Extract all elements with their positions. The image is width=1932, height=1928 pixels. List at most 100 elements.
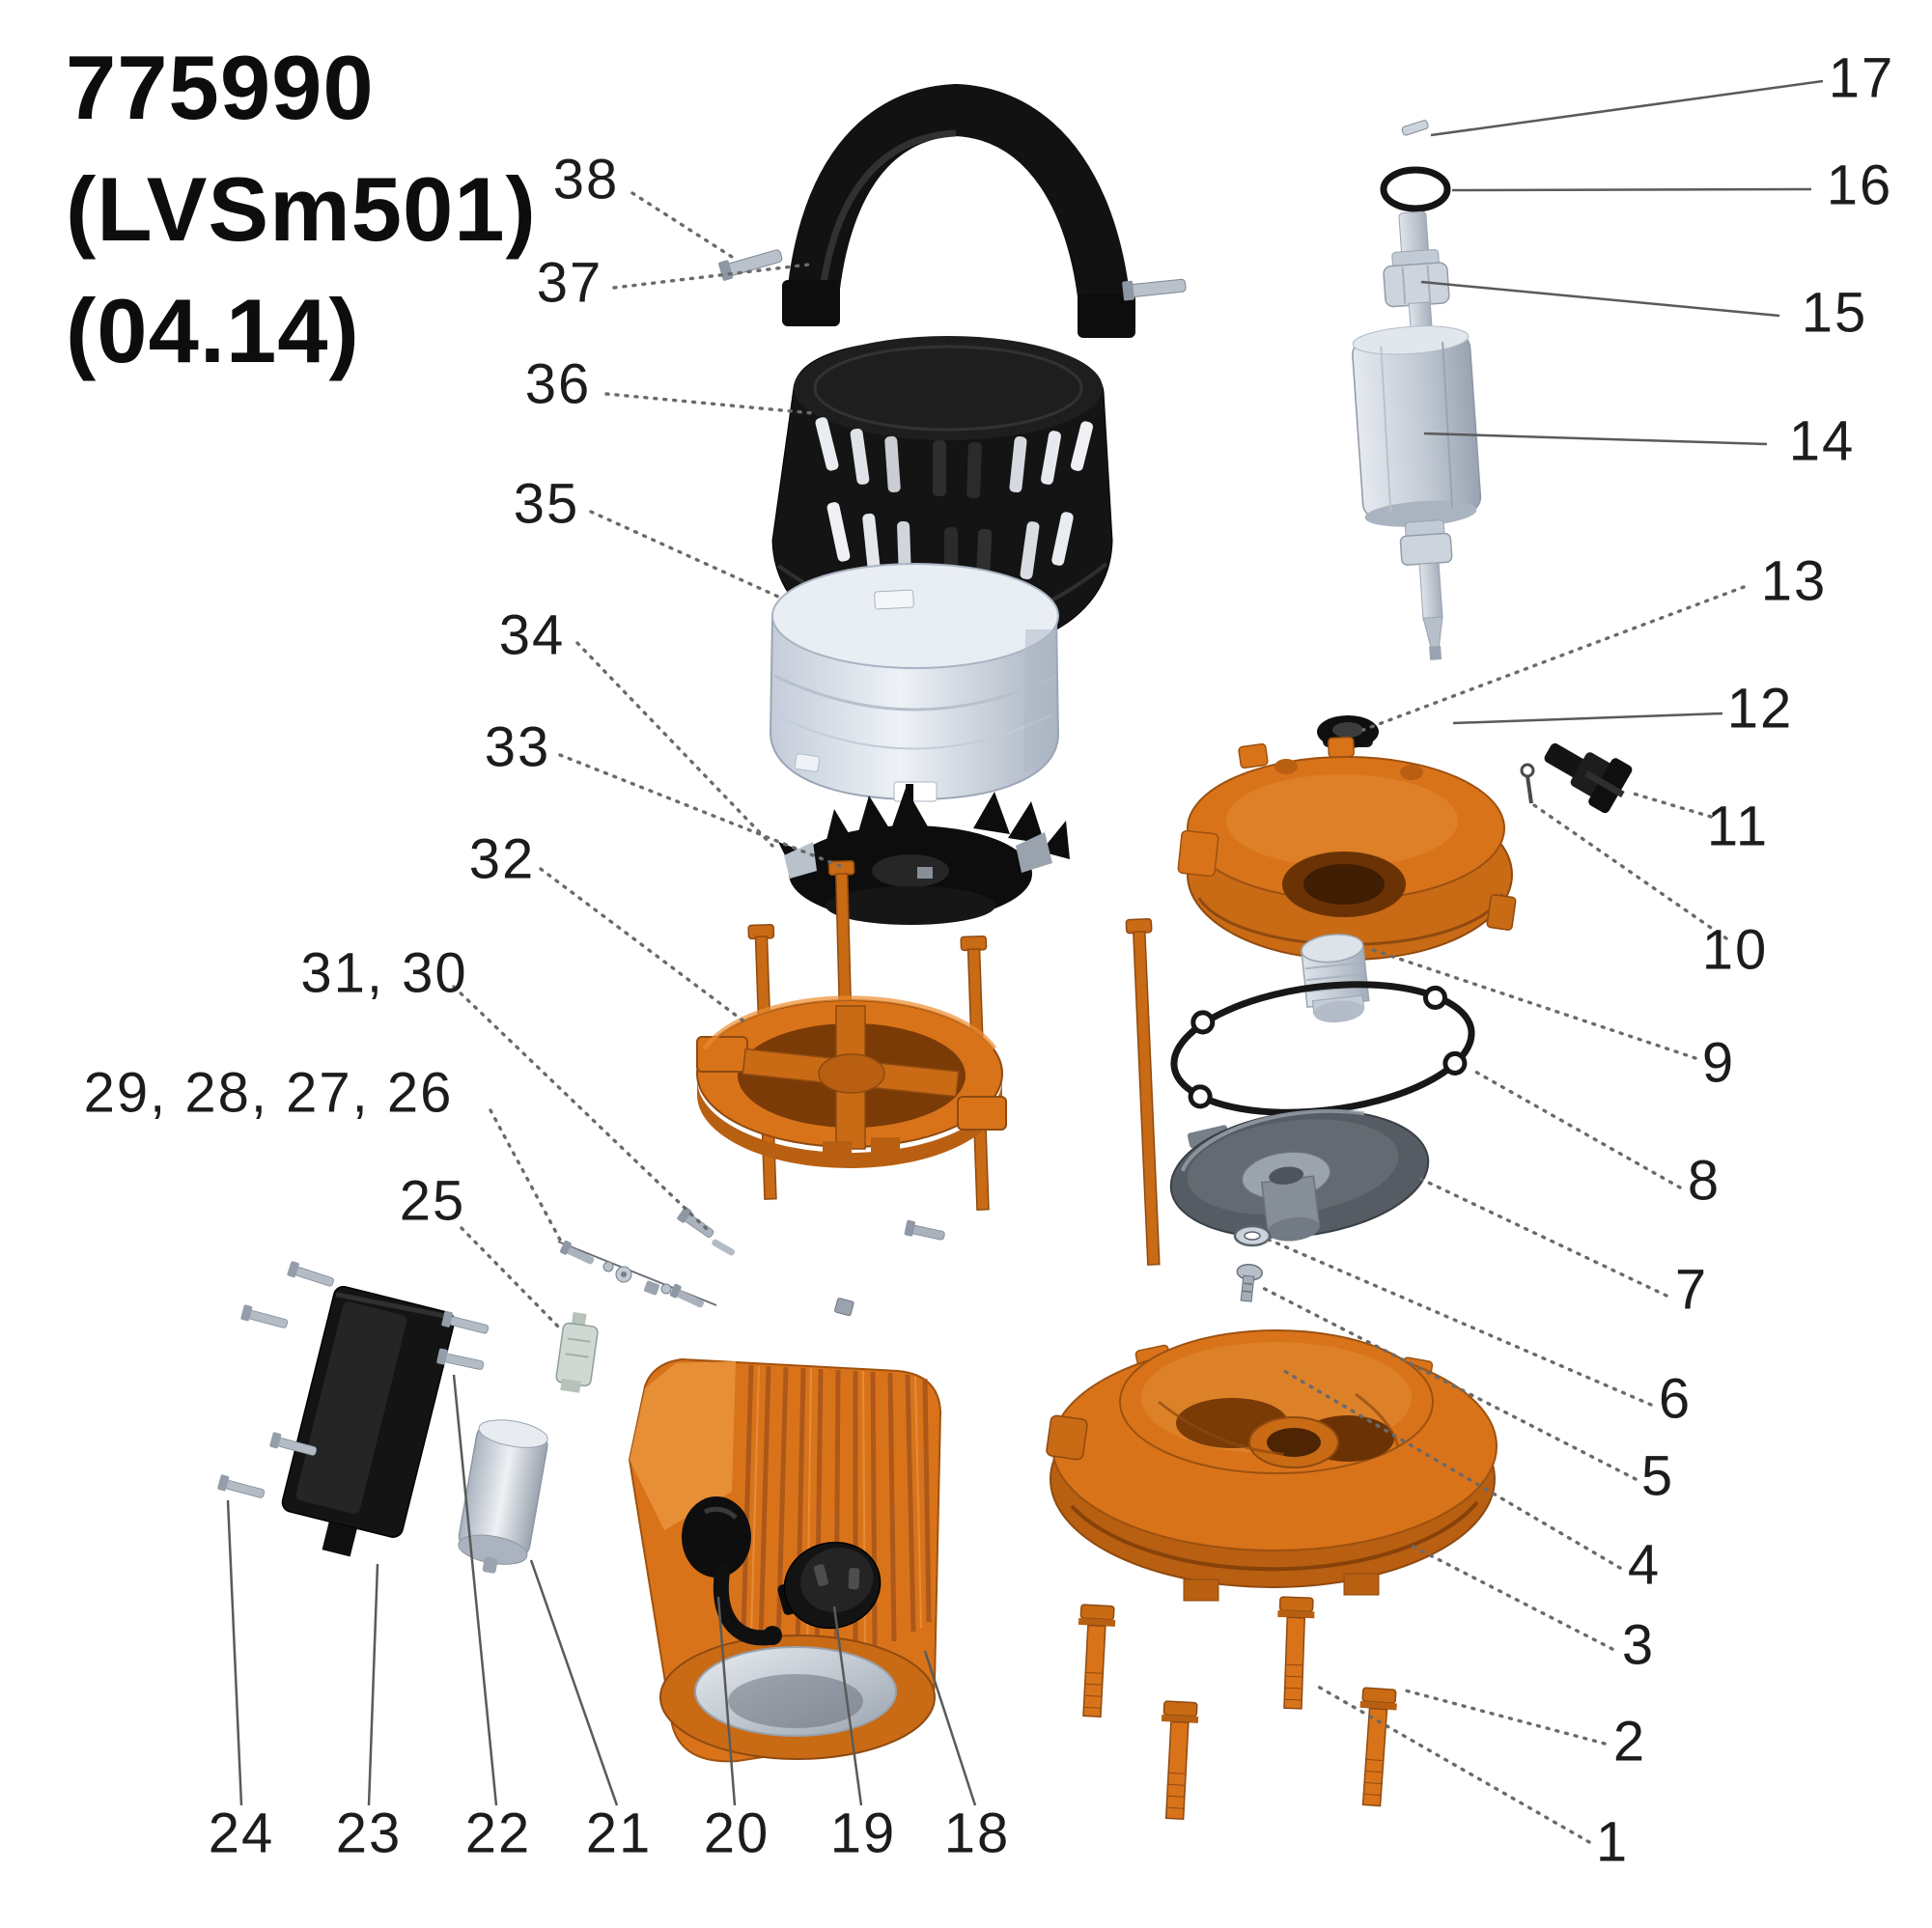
bearing-cover (1177, 736, 1517, 961)
leader-line-16 (1451, 187, 1812, 192)
part-label-8: 8 (1688, 1149, 1721, 1212)
leader-line-5 (1257, 1284, 1638, 1481)
part-label-15: 15 (1802, 281, 1868, 344)
leader-line-36 (604, 392, 815, 415)
cover-ear-left (1177, 829, 1219, 878)
leader-line-29-26 (489, 1108, 562, 1242)
part-label-3: 3 (1622, 1613, 1655, 1676)
cover-notch-top (874, 589, 914, 610)
part-label-9: 9 (1702, 1031, 1735, 1094)
leader-line-20 (716, 1596, 737, 1806)
leader-line-15 (1420, 280, 1780, 318)
bearing-sleeve (1301, 934, 1370, 1023)
leader-line-3 (1408, 1543, 1614, 1651)
fan-clamp-left (784, 842, 817, 879)
leader-line-25 (460, 1226, 562, 1330)
leader-line-12 (1452, 712, 1723, 725)
part-label-16: 16 (1827, 154, 1893, 216)
support-tab-left (696, 1036, 748, 1073)
rotor-assembly (1352, 210, 1482, 660)
part-label-12: 12 (1727, 677, 1794, 740)
leader-line-34 (575, 641, 774, 848)
impeller-screw (1236, 1264, 1263, 1302)
retaining-pin (1520, 763, 1535, 804)
support-tab-right (957, 1096, 1007, 1131)
leader-line-8 (1473, 1070, 1682, 1189)
flange-bolt-3 (1161, 1700, 1199, 1820)
leader-line-1 (1311, 1682, 1591, 1844)
screw-floating-right (904, 1219, 945, 1241)
title-part-number: 775990 (66, 37, 375, 138)
part-label-34: 34 (499, 603, 566, 666)
power-plug (777, 1541, 882, 1630)
part-label-22: 22 (465, 1802, 532, 1864)
part-label-17: 17 (1829, 46, 1895, 109)
part-label-25: 25 (400, 1169, 466, 1232)
leader-line-22 (452, 1374, 498, 1806)
cable-gland (1544, 742, 1633, 814)
leader-line-6 (1267, 1238, 1653, 1407)
flange-bolt-1 (1078, 1604, 1116, 1718)
leader-line-33 (558, 753, 842, 868)
part-label-37: 37 (537, 251, 603, 314)
part-label-14: 14 (1789, 409, 1856, 472)
handle-screw-left (718, 249, 783, 281)
leader-line-23 (367, 1563, 379, 1806)
leader-lines-layer (226, 79, 1824, 1844)
cooling-fins (741, 1364, 932, 1654)
leader-line-37 (612, 263, 811, 290)
part-label-33: 33 (485, 715, 551, 778)
terminal-box-cover (281, 1285, 456, 1557)
leader-line-14 (1423, 432, 1768, 446)
handle-screw-right (1122, 278, 1187, 301)
motor-housing (628, 1357, 942, 1763)
rotor-core (1352, 332, 1482, 519)
fan-clamp-right (1016, 832, 1052, 873)
bearing-lower (1399, 532, 1453, 566)
part-label-13: 13 (1761, 549, 1828, 612)
part-label-21: 21 (586, 1802, 653, 1864)
carry-handle (782, 83, 1135, 338)
leader-line-32 (539, 867, 751, 1027)
flange-bolt-4 (1359, 1687, 1397, 1807)
shroud-vent-slots (815, 417, 1094, 586)
cover-screws (217, 1261, 490, 1498)
leader-line-21 (529, 1559, 619, 1806)
part-label-1: 1 (1596, 1810, 1629, 1873)
leader-line-9 (1365, 946, 1697, 1060)
part-label-7: 7 (1675, 1258, 1708, 1321)
fastener-chain-29-26 (557, 1240, 717, 1308)
part-label-36: 36 (525, 352, 592, 415)
power-cable (682, 1496, 782, 1646)
fan-cover (769, 563, 1060, 802)
part-label-18: 18 (944, 1802, 1011, 1864)
handle-foot-left (782, 280, 840, 326)
part-label-32: 32 (469, 827, 536, 890)
part-label-6: 6 (1659, 1367, 1692, 1430)
seal-plate (1169, 1108, 1430, 1242)
part-label-2: 2 (1613, 1710, 1646, 1773)
thermal-protector (555, 1311, 599, 1393)
fan (778, 784, 1070, 925)
stator-bore (694, 1646, 897, 1737)
part-label-10: 10 (1702, 918, 1769, 981)
cover-notch-bottom (893, 781, 938, 802)
flange-bolt-2 (1277, 1596, 1315, 1710)
o-ring (1380, 166, 1451, 212)
part-label-24: 24 (209, 1802, 275, 1864)
leader-line-19 (832, 1606, 863, 1806)
leader-line-17 (1430, 79, 1824, 137)
pump-housing (1046, 1329, 1498, 1602)
drawing-title: 775990 (LVSm501) (04.14) (66, 27, 537, 392)
leader-line-4 (1282, 1369, 1622, 1570)
part-label-5: 5 (1641, 1444, 1674, 1507)
leader-line-10 (1529, 801, 1728, 940)
part-label-35: 35 (514, 472, 580, 535)
part-label-31-30: 31, 30 (300, 941, 467, 1004)
leader-line-7 (1413, 1174, 1668, 1298)
leader-line-24 (226, 1499, 243, 1806)
part-label-20: 20 (704, 1802, 770, 1864)
